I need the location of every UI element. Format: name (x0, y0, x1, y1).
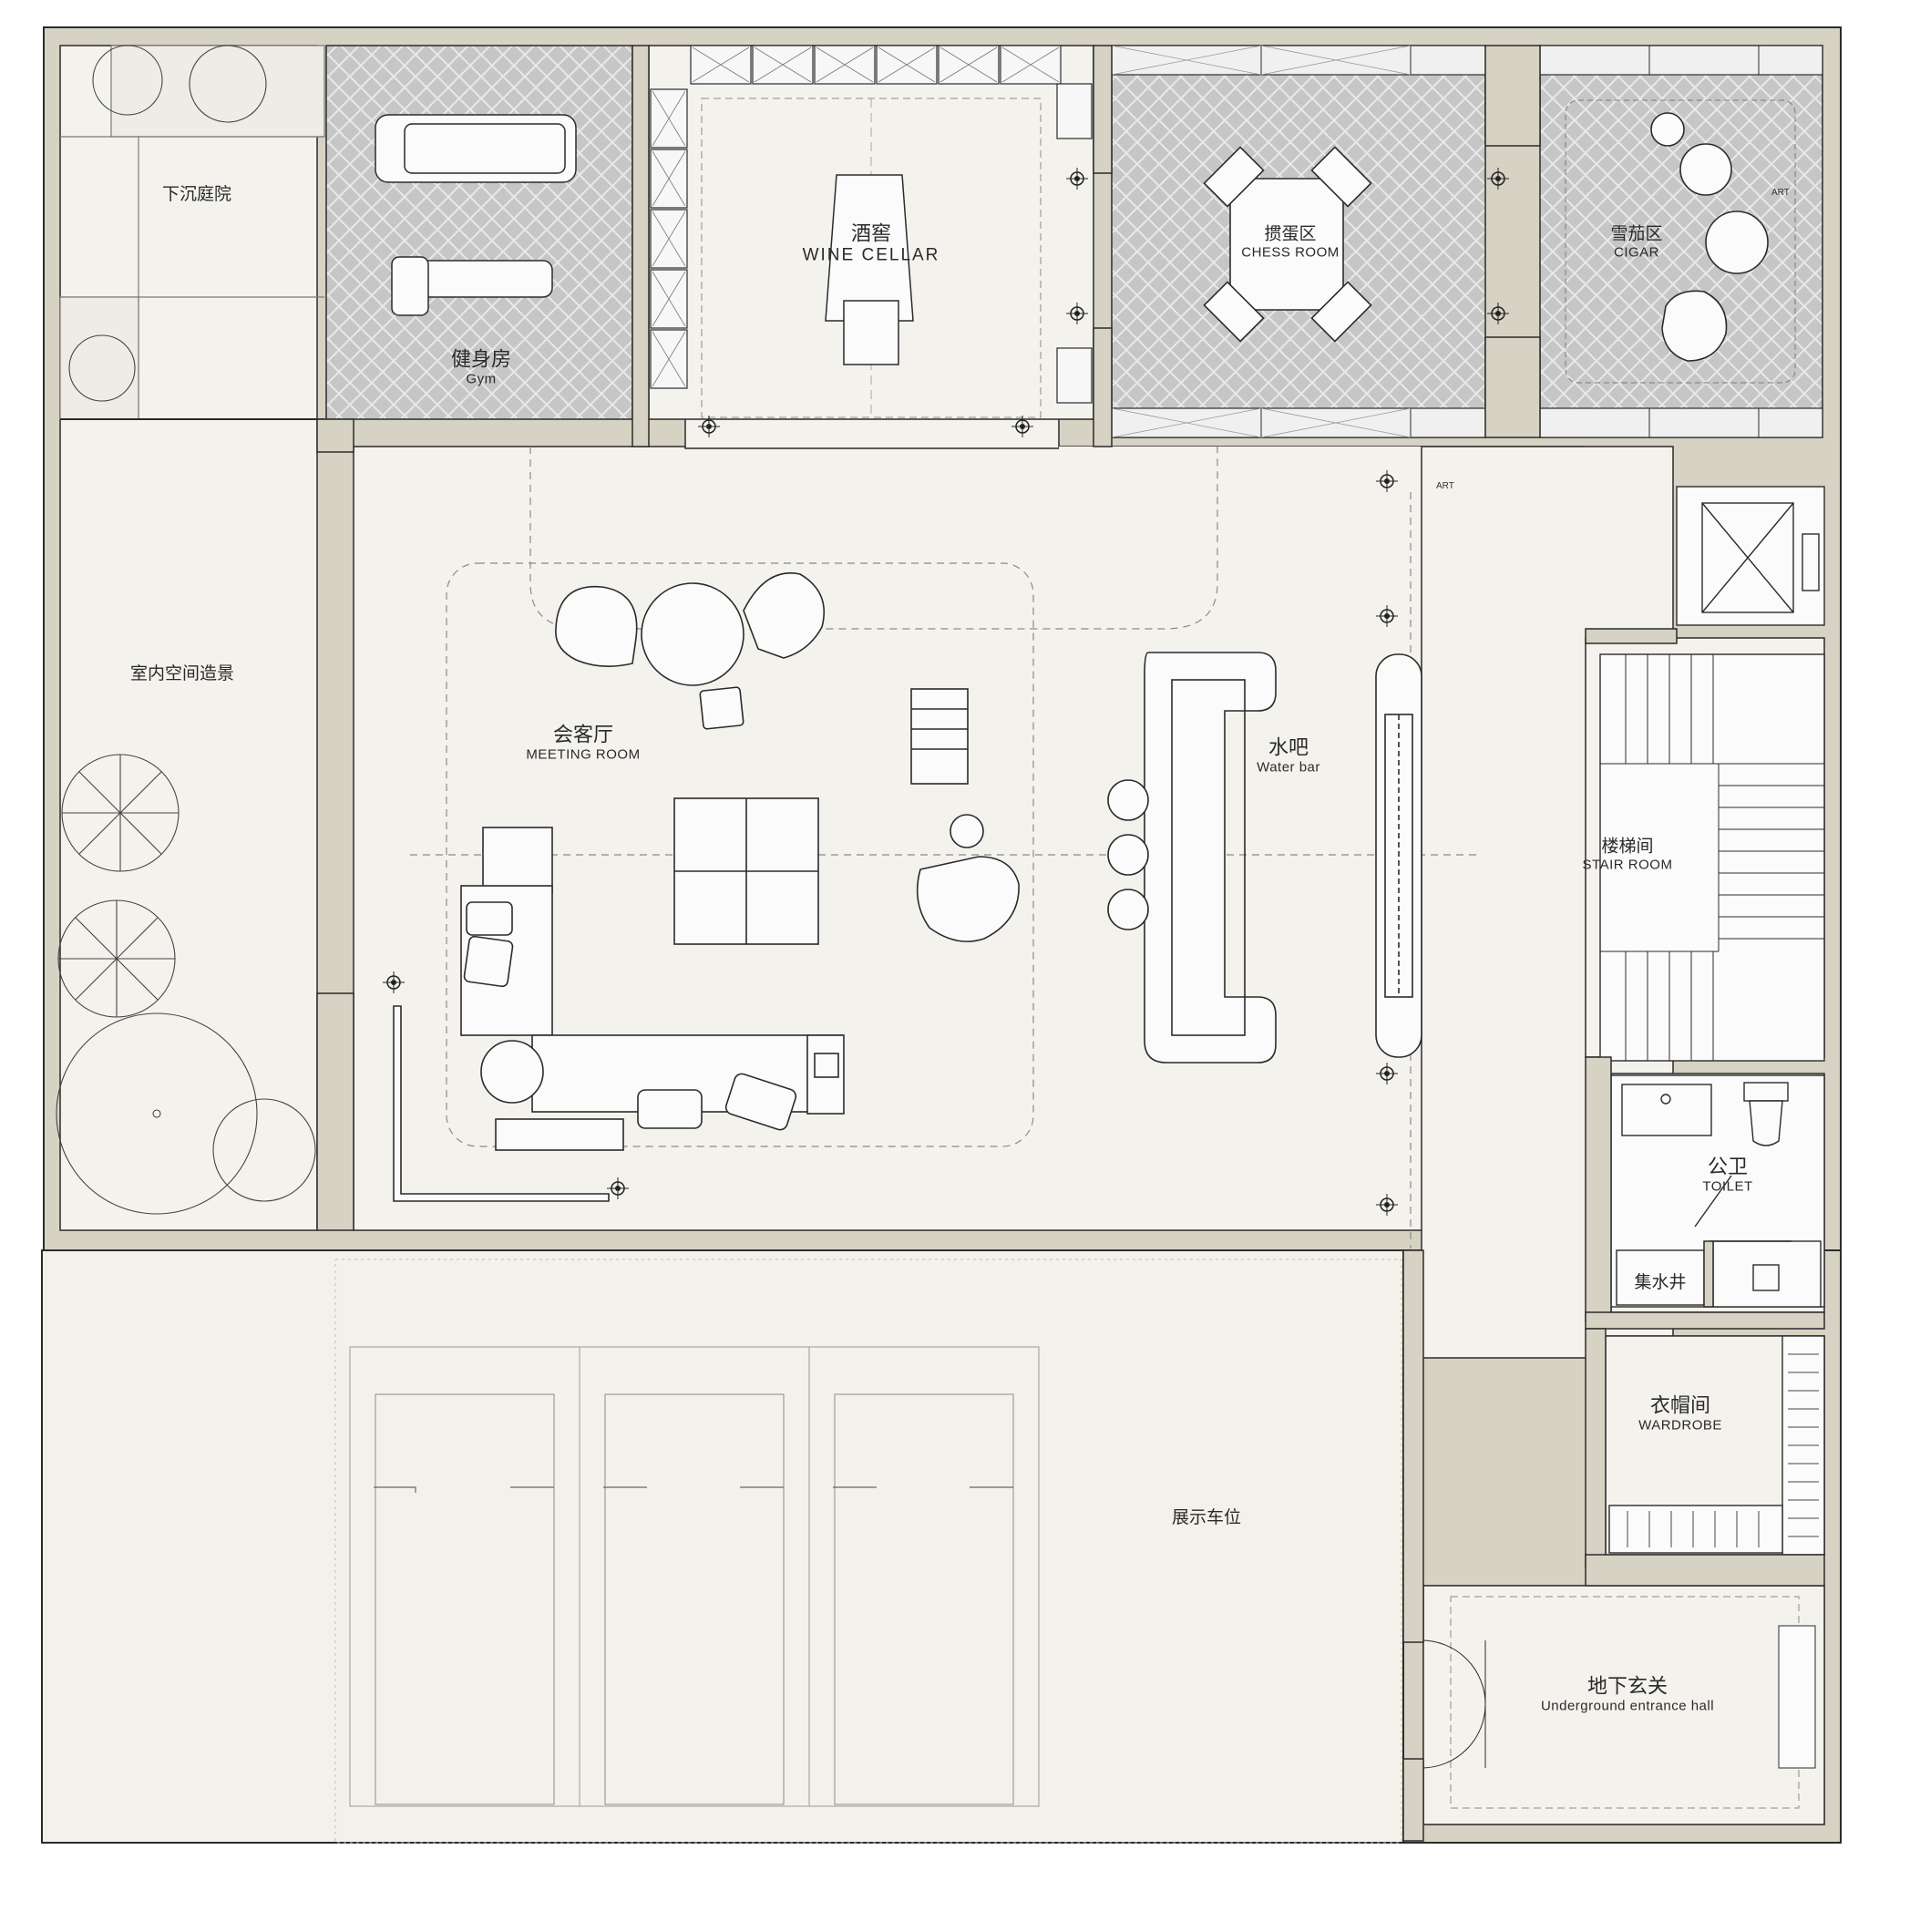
meeting-furniture (393, 572, 1020, 1202)
gym-equipment (375, 114, 577, 316)
toilet (1610, 1074, 1825, 1308)
label-display-parking: 展示车位 (1171, 1507, 1242, 1528)
label-indoor-landscape: 室内空间造景 (129, 663, 235, 684)
label-sunken-courtyard: 下沉庭院 (161, 184, 232, 205)
label-entrance-en: Underground entrance hall (1540, 1699, 1715, 1715)
label-stair-zh: 楼梯间 (1601, 836, 1654, 857)
parking-area (41, 1249, 1404, 1844)
label-toilet-zh: 公卫 (1707, 1156, 1748, 1179)
label-entrance-hall: 地下玄关 Underground entrance hall (1541, 1676, 1714, 1715)
label-wardrobe-en: WARDROBE (1638, 1418, 1722, 1434)
label-wardrobe: 衣帽间 WARDROBE (1638, 1395, 1722, 1434)
label-stair-room: 楼梯间 STAIR ROOM (1582, 836, 1673, 873)
cigar-furniture (1650, 112, 1769, 362)
wine-cellar (648, 45, 1094, 420)
label-water-bar: 水吧 Water bar (1257, 737, 1320, 776)
label-cigar: 雪茄区 CIGAR (1610, 223, 1663, 261)
stair-room (1599, 486, 1825, 1062)
label-toilet-en: TOILET (1702, 1179, 1753, 1196)
label-cigar-en: CIGAR (1613, 244, 1660, 261)
label-wine-cellar-en: WINE CELLAR (802, 245, 940, 265)
label-chess-zh: 掼蛋区 (1264, 223, 1317, 244)
art-mark-corridor: ART (1436, 481, 1454, 491)
label-wine-cellar: 酒窖 WINE CELLAR (803, 222, 940, 265)
label-water-bar-en: Water bar (1257, 760, 1320, 776)
label-stair-en: STAIR ROOM (1582, 857, 1673, 873)
label-meeting-en: MEETING ROOM (526, 747, 641, 764)
label-gym: 健身房 Gym (451, 349, 511, 388)
partitions (316, 45, 1825, 1842)
entrance-hall (1421, 1585, 1825, 1825)
courtyard (59, 45, 325, 420)
label-chess-room: 掼蛋区 CHESS ROOM (1241, 223, 1340, 261)
art-mark-cigar: ART (1771, 188, 1790, 198)
water-bar (1107, 652, 1422, 1064)
label-sump-pit: 集水井 (1634, 1272, 1687, 1293)
label-chess-en: CHESS ROOM (1241, 244, 1340, 261)
wardrobe (1605, 1335, 1825, 1556)
label-toilet: 公卫 TOILET (1702, 1156, 1752, 1196)
label-meeting-zh: 会客厅 (552, 724, 614, 747)
meeting-zone (410, 447, 1476, 1249)
chess-table (1203, 146, 1372, 343)
label-gym-zh: 健身房 (450, 348, 512, 372)
trees (56, 45, 316, 1215)
label-gym-en: Gym (466, 372, 497, 388)
label-wine-cellar-zh: 酒窖 (850, 222, 891, 246)
label-meeting-room: 会客厅 MEETING ROOM (526, 724, 640, 764)
gym-floor (325, 45, 633, 420)
label-wardrobe-zh: 衣帽间 (1649, 1394, 1710, 1418)
label-entrance-zh: 地下玄关 (1586, 1675, 1668, 1699)
label-cigar-zh: 雪茄区 (1610, 223, 1663, 244)
label-water-bar-zh: 水吧 (1268, 736, 1309, 760)
